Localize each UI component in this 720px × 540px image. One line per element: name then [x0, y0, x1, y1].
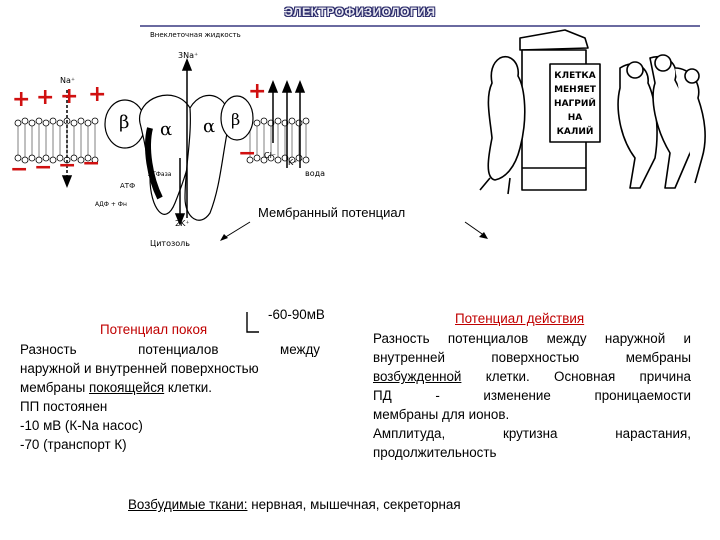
beta-subunit-right: [220, 95, 254, 141]
k-ion-label: K⁺: [288, 158, 297, 167]
na3-label: 3Na⁺: [178, 51, 198, 60]
plus-charge: +: [248, 79, 266, 104]
minus-charge: −: [34, 155, 52, 180]
page-header-title: ЭЛЕКТРОФИЗИОЛОГИЯ: [284, 5, 436, 19]
water-label: вода: [305, 169, 325, 178]
column-roof: [519, 29, 589, 51]
resting-line-3: мембраны покоящейся клетки.: [20, 380, 212, 395]
plus-charge: +: [60, 84, 78, 109]
excitable-tissues: Возбудимые ткани: нервная, мышечная, сек…: [128, 497, 461, 512]
poster-line: КЛЕТКА: [554, 71, 595, 81]
plus-charge: +: [88, 82, 106, 107]
resting-line-2: наружной и внутренней поверхностью: [20, 361, 259, 376]
cytosol-label: Цитозоль: [150, 239, 190, 248]
left-figure: [487, 56, 526, 181]
membrane-potential-title: Мембранный потенциал: [258, 205, 406, 220]
alpha-dark-region: [145, 127, 163, 200]
action-line-7: продолжительность: [373, 445, 497, 460]
membrane-pump-diagram: β α α β Внеклеточная жидкость 3Na⁺ Na⁺ C…: [10, 31, 325, 248]
resting-line-6: -70 (транспорт К): [20, 437, 127, 452]
resting-potential-title: Потенциал покоя: [100, 322, 208, 337]
branch-arrows: [220, 221, 488, 241]
beta-label-right: β: [231, 110, 240, 129]
extracellular-label: Внеклеточная жидкость: [150, 31, 241, 39]
atpase-label: АТФаза: [148, 171, 172, 178]
plus-charge: +: [36, 85, 54, 110]
cartoon-illustration: КЛЕТКА МЕНЯЕТ НАГРИЙ НА КАЛИЙ: [479, 29, 707, 195]
action-line-4: ПД - изменение проницаемости: [373, 388, 691, 403]
action-potential-text: Разность потенциалов между наружной и вн…: [373, 329, 691, 462]
right-figure-1: [617, 63, 658, 189]
header-bar: [0, 0, 720, 26]
minus-charge: −: [10, 157, 28, 182]
minus-charge: −: [238, 141, 256, 166]
poster-line: КАЛИЙ: [557, 125, 594, 137]
alpha-label-left: α: [160, 119, 172, 140]
poster-line: НАГРИЙ: [554, 97, 596, 109]
k2-label: 2K⁺: [175, 219, 190, 228]
action-line-5: мембраны для ионов.: [373, 407, 510, 422]
action-line-3: возбужденной клетки. Основная причина: [373, 369, 691, 384]
ion-arrows: [61, 57, 306, 227]
resting-line-5: -10 мВ (К-Na насос): [20, 418, 143, 433]
beta-label-left: β: [119, 112, 129, 133]
na-ion-label: Na⁺: [60, 76, 75, 85]
cl-ion-label: Cl⁻: [264, 151, 276, 160]
membrane-charges: + + + + + − − − − −: [10, 79, 266, 182]
minus-charge: −: [82, 151, 100, 176]
resting-potential-value: -60-90мВ: [268, 307, 325, 322]
header-divider: [140, 25, 700, 27]
plus-charge: +: [12, 87, 30, 112]
adp-label: АДФ + Фн: [95, 201, 127, 208]
poster-line: НА: [568, 113, 583, 123]
poster: [549, 63, 601, 143]
atp-label: АТФ: [120, 182, 135, 190]
resting-line-4: ПП постоянен: [20, 399, 108, 414]
alpha-label-right: α: [203, 116, 215, 137]
action-line-1: Разность потенциалов между наружной и: [373, 331, 691, 346]
poster-line: МЕНЯЕТ: [554, 85, 597, 95]
minus-charge: −: [58, 153, 76, 178]
action-line-6: Амплитуда, крутизна нарастания,: [373, 426, 691, 441]
action-line-2: внутренней поверхностью мембраны: [373, 350, 691, 365]
action-potential-title: Потенциал действия: [455, 311, 585, 326]
bracket-mark: [246, 312, 259, 333]
